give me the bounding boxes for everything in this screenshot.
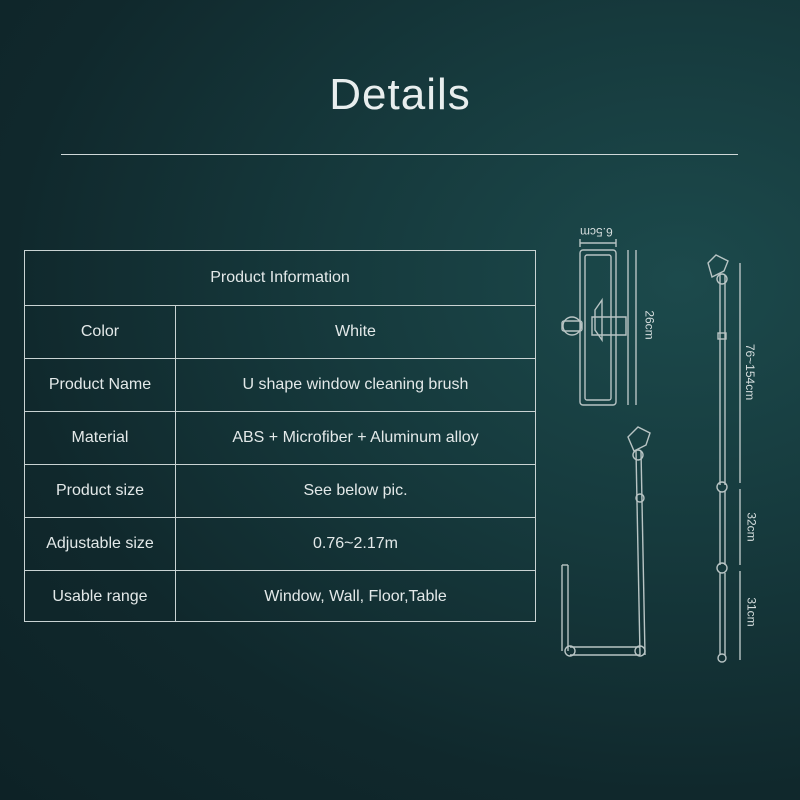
row-value-product-size: See below pic. <box>303 482 408 499</box>
row-value-material: ABS + Microfiber + Aluminum alloy <box>232 429 479 446</box>
brush-knob-base <box>561 320 583 332</box>
dim-label-height: 26cm <box>642 310 657 340</box>
title-divider <box>61 154 738 155</box>
brush-head-inner <box>584 254 612 401</box>
product-line-drawing <box>561 239 741 663</box>
row-label-usable-range: Usable range <box>52 588 148 605</box>
row-value-product-name: U shape window cleaning brush <box>242 376 469 393</box>
page-title: Details <box>329 70 471 119</box>
table-row: Product Name U shape window cleaning bru… <box>25 359 535 412</box>
table-row: Color White <box>25 306 535 359</box>
folded-pole-main <box>635 450 641 656</box>
table-row: Adjustable size 0.76~2.17m <box>25 518 535 571</box>
brush-fin <box>594 297 603 343</box>
table-row: Product size See below pic. <box>25 465 535 518</box>
dim-label-pole: 76~154cm <box>743 343 758 401</box>
dim-label-seg1: 32cm <box>744 512 759 542</box>
table-title: Product Information <box>210 269 350 286</box>
row-value-usable-range: Window, Wall, Floor,Table <box>264 588 447 605</box>
row-label-adjustable-size: Adjustable size <box>46 535 154 552</box>
row-label-product-name: Product Name <box>48 376 152 393</box>
table-row: Usable range Window, Wall, Floor,Table <box>25 571 535 622</box>
row-label-material: Material <box>71 429 129 446</box>
row-label-color: Color <box>80 323 120 340</box>
row-value-color: White <box>335 323 376 340</box>
brush-clamp <box>591 316 627 336</box>
row-value-adjustable-size: 0.76~2.17m <box>313 535 398 552</box>
product-info-table: Product Information Color White Product … <box>24 250 536 622</box>
dim-label-seg2: 31cm <box>744 597 759 627</box>
folded-pole-head <box>627 426 651 452</box>
table-header-row: Product Information <box>25 251 535 306</box>
row-label-product-size: Product size <box>55 482 145 499</box>
product-dimension-diagram: 6.5cm 26cm 76~154cm 32cm 31cm <box>540 215 790 675</box>
pole-head <box>707 254 729 279</box>
brush-knob <box>562 316 582 336</box>
pole-joint <box>716 273 728 285</box>
dim-label-width: 6.5cm <box>580 225 613 239</box>
table-row: Material ABS + Microfiber + Aluminum all… <box>25 412 535 465</box>
brush-head-outline <box>579 249 617 406</box>
